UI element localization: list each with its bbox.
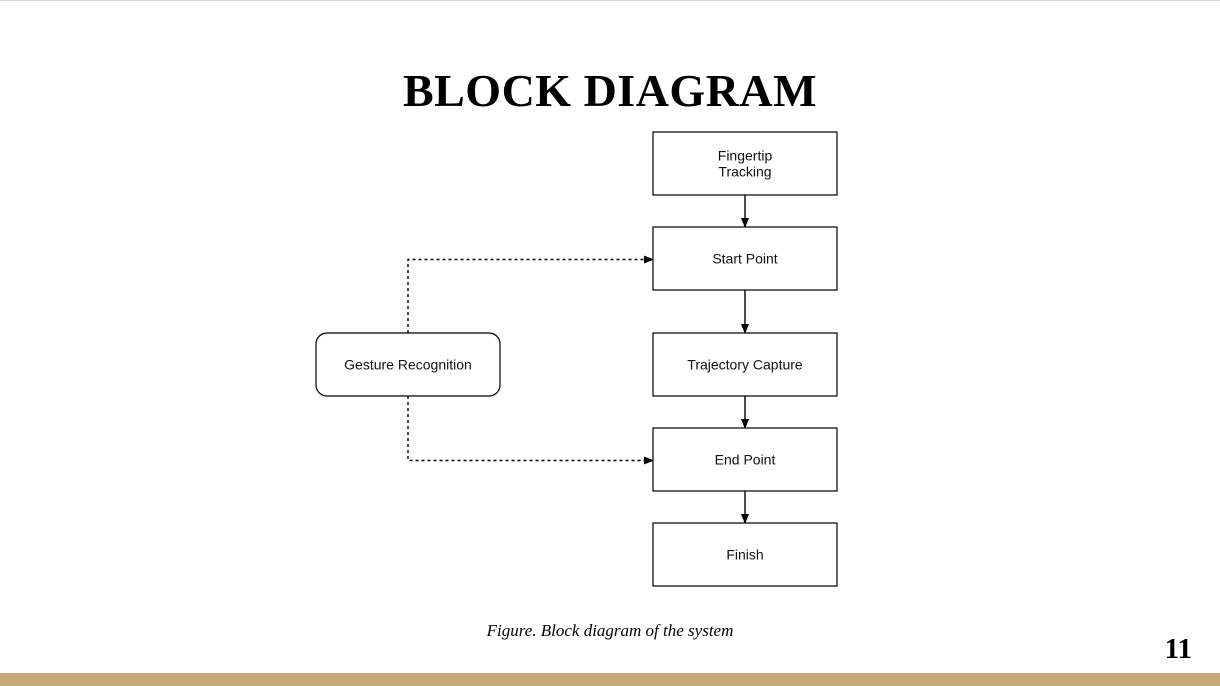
node-label: Tracking	[718, 164, 771, 180]
top-rule	[0, 0, 1220, 1]
page-number: 11	[1164, 633, 1192, 665]
node-box	[652, 226, 838, 291]
node-trajectory: Trajectory Capture	[652, 332, 838, 397]
node-box	[652, 131, 838, 196]
node-label: Start Point	[712, 251, 777, 267]
node-label: Finish	[726, 547, 763, 563]
node-gesture: Gesture Recognition	[315, 332, 501, 397]
slide-title: BLOCK DIAGRAM	[402, 65, 818, 116]
node-start: Start Point	[652, 226, 838, 291]
node-box	[315, 332, 501, 397]
node-label: Fingertip	[718, 148, 773, 164]
node-finish: Finish	[652, 522, 838, 587]
node-label: Gesture Recognition	[344, 357, 472, 373]
bottom-band	[0, 673, 1220, 686]
edge-gesture-to-start	[407, 255, 654, 333]
figure-caption: Figure. Block diagram of the system	[486, 621, 734, 640]
node-box	[652, 522, 838, 587]
node-box	[652, 332, 838, 397]
node-label: End Point	[715, 452, 776, 468]
node-end: End Point	[652, 427, 838, 492]
node-label: Trajectory Capture	[687, 357, 803, 373]
edge-gesture-to-end	[407, 396, 654, 465]
node-box	[652, 427, 838, 492]
